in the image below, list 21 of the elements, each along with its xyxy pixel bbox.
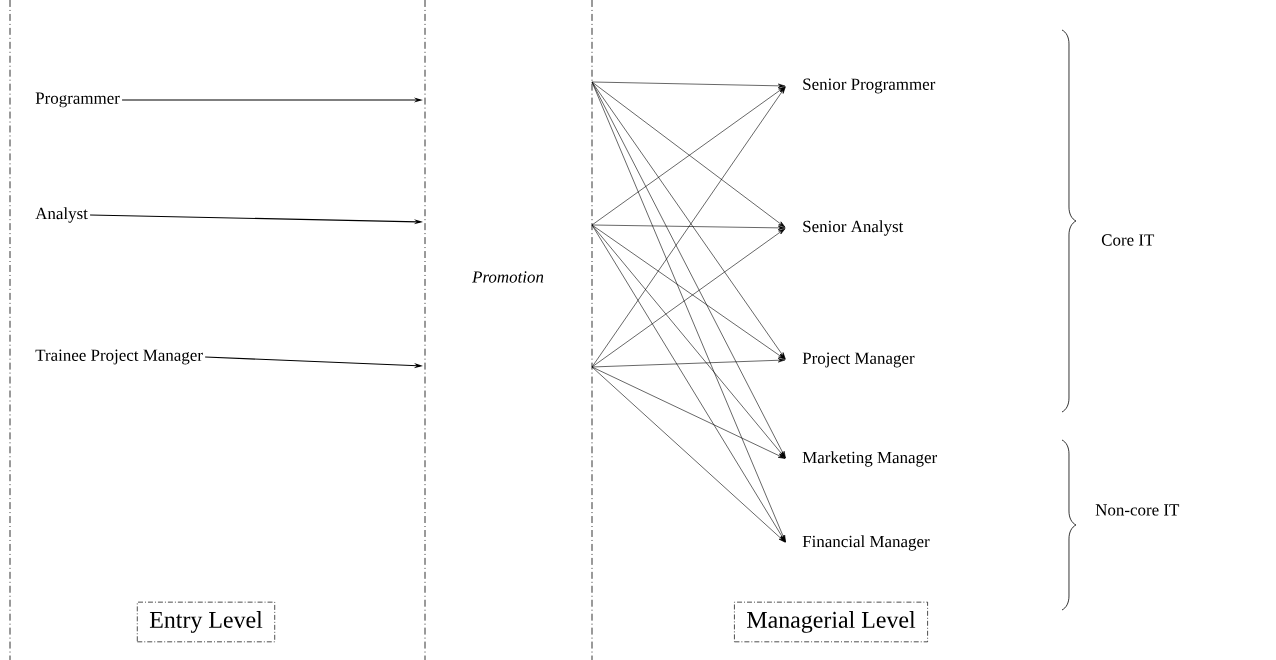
arrow (591, 366, 786, 543)
label: Promotion (472, 271, 544, 283)
level-box: Entry Level (136, 601, 276, 643)
arrow (591, 366, 786, 459)
arrow (591, 224, 786, 459)
level-box: Managerial Level (734, 601, 928, 643)
job-title: Financial Manager (802, 535, 930, 551)
label: Non-core IT (1095, 504, 1180, 516)
job-title: Senior Programmer (803, 78, 936, 94)
label: Core IT (1101, 234, 1155, 246)
job-title: Programmer (35, 92, 120, 108)
job-title: Senior Analyst (803, 220, 904, 236)
arrow (591, 224, 786, 230)
job-title: Project Manager (802, 352, 915, 368)
job-title: Trainee Project Manager (35, 349, 203, 365)
job-title: Analyst (35, 207, 88, 223)
arrow (591, 81, 786, 88)
arrow (591, 224, 786, 543)
arrow (591, 358, 786, 368)
arrow (591, 81, 786, 543)
job-title: Marketing Manager (802, 451, 937, 467)
